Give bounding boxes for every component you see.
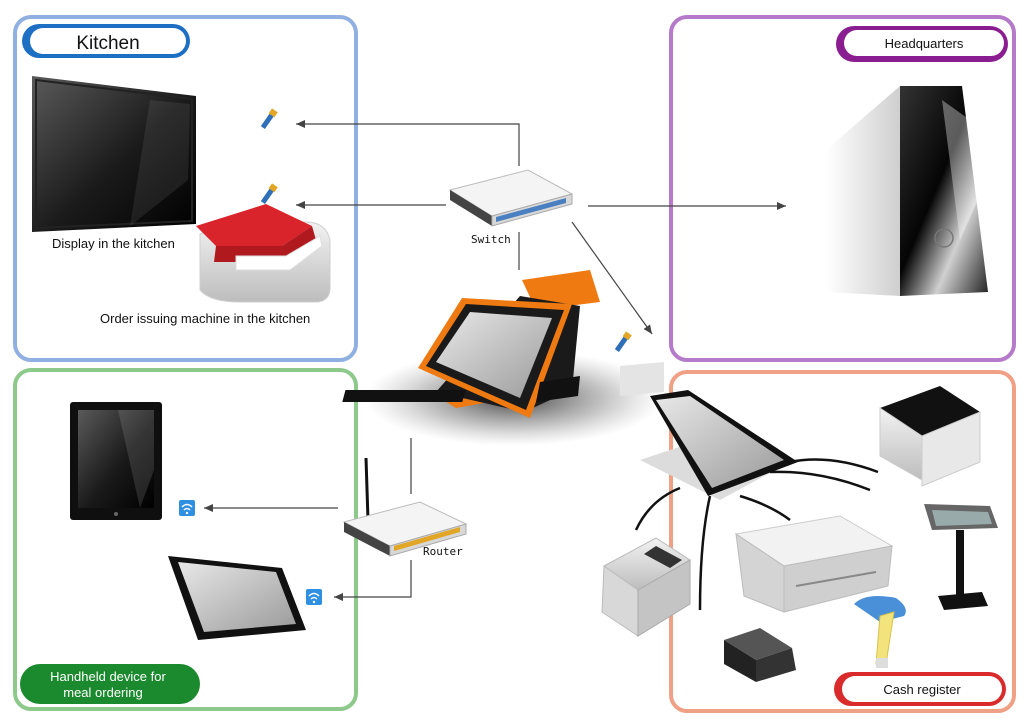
network-cable-icon [260,183,278,204]
network-switch [448,169,574,227]
order-machine-label: Order issuing machine in the kitchen [100,311,310,326]
kitchen-display-label: Display in the kitchen [52,236,175,251]
headquarters-title-pill: Headquarters [836,26,1008,62]
router-label: Router [423,545,463,558]
headquarters-title: Headquarters [885,36,964,51]
handheld-tablet-horizontal [168,556,306,640]
card-reader [724,628,796,682]
switch-to-cash-register-line [571,221,653,335]
peripheral-cables [634,458,879,611]
handheld-tablet-vertical [70,402,162,520]
network-cable-icon [614,331,632,352]
barcode-scanner [854,596,906,668]
kitchen-zone-border [13,15,358,362]
customer-display-pole [924,504,998,610]
handheld-title-pill: Handheld device for meal ordering [20,664,200,704]
switch-to-display-line [296,120,520,166]
handheld-title-line2: meal ordering [63,685,143,700]
headquarters-zone-border [669,15,1016,362]
handheld-zone-border [13,368,358,711]
order-issuing-machine [196,204,331,303]
network-cable-icon [260,108,278,129]
cash-title: Cash register [883,682,961,697]
cash-title-pill: Cash register [834,672,1006,706]
switch-label: Switch [471,233,511,246]
wifi-icon [179,500,195,516]
wifi-icon [306,589,322,605]
cash-pos-terminal [620,362,798,500]
cash-drawer [734,515,894,613]
headquarters-server [826,86,988,296]
handheld-title-line1: Handheld device for [50,669,166,684]
router-to-tablet2-line [334,560,412,601]
network-router [342,457,468,557]
main-pos-terminal [342,270,600,418]
label-printer [601,537,691,637]
receipt-printer [879,386,981,487]
kitchen-title: Kitchen [76,33,139,54]
kitchen-display [32,76,196,232]
kitchen-title-pill: Kitchen [22,24,190,58]
cash-zone-border [669,370,1016,713]
